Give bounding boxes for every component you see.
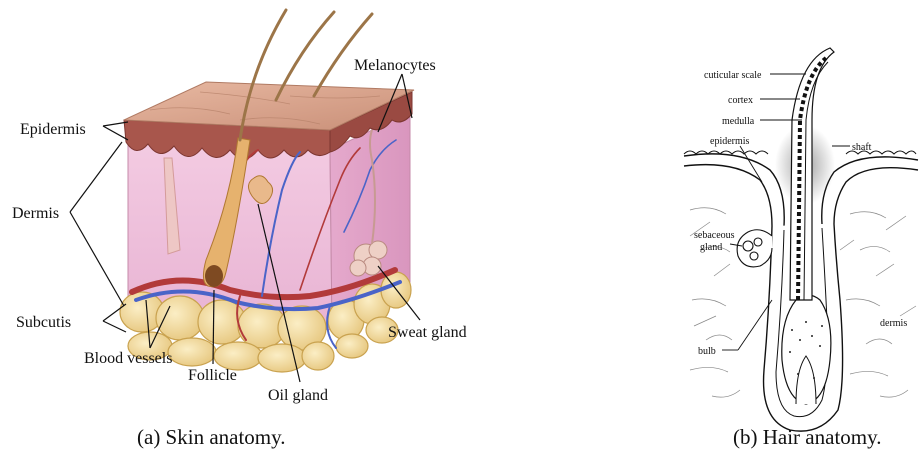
label-bulb: bulb — [698, 346, 716, 357]
label-cuticular-scale: cuticular scale — [704, 70, 762, 81]
label-dermis-b: dermis — [880, 318, 907, 329]
label-dermis: Dermis — [12, 205, 59, 222]
label-gland: gland — [700, 242, 722, 253]
label-blood-vessels: Blood vessels — [84, 350, 172, 367]
label-epidermis-b: epidermis — [710, 136, 750, 147]
label-sweat-gland: Sweat gland — [388, 324, 467, 341]
label-shaft: shaft — [852, 142, 872, 153]
label-follicle: Follicle — [188, 367, 237, 384]
label-sebaceous: sebaceous — [694, 230, 735, 241]
label-oil-gland: Oil gland — [268, 387, 328, 404]
label-subcutis: Subcutis — [16, 314, 71, 331]
label-medulla: medulla — [722, 116, 755, 127]
label-epidermis: Epidermis — [20, 121, 86, 138]
caption-a: (a) Skin anatomy. — [137, 425, 286, 450]
label-cortex: cortex — [728, 95, 753, 106]
label-melanocytes: Melanocytes — [354, 57, 436, 74]
sebaceous-gland-drawing — [737, 230, 772, 267]
caption-b: (b) Hair anatomy. — [733, 425, 882, 450]
